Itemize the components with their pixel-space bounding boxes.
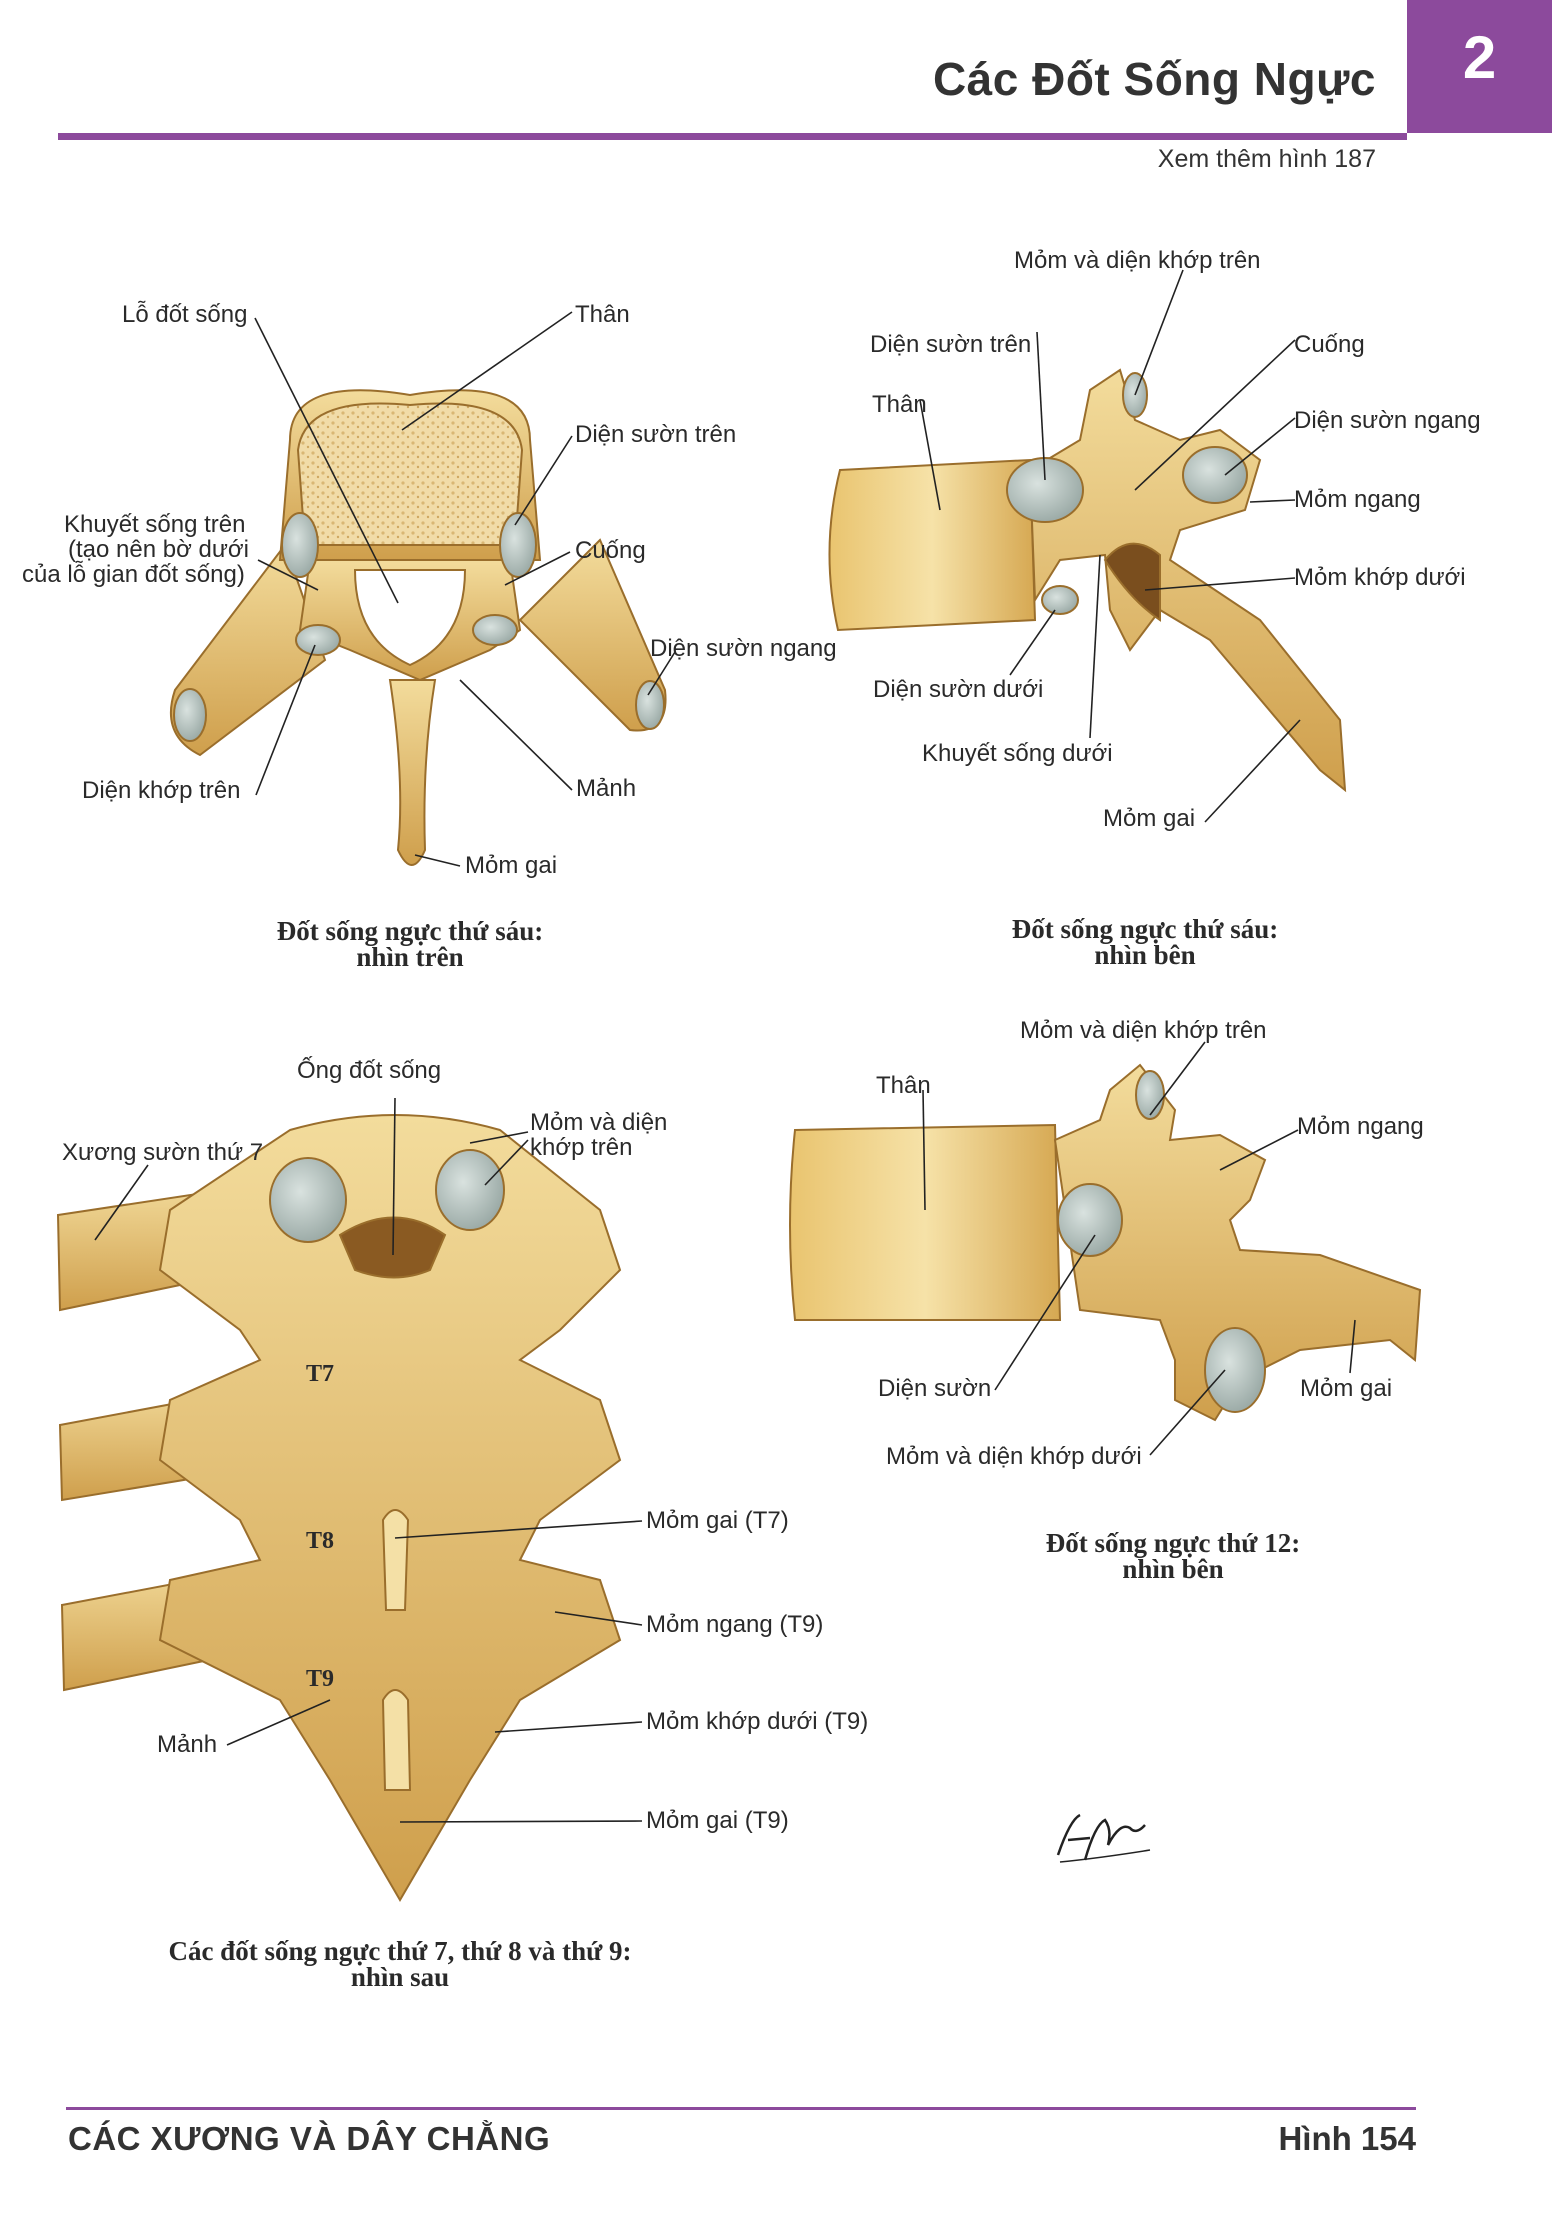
superior-view-leaders xyxy=(254,311,676,867)
label-inferior-vertebral-notch: Khuyết sống dưới xyxy=(922,740,1113,767)
label-superior-articular-facet: khớp trên xyxy=(530,1134,633,1161)
label-transverse-costal-facet: Diện sườn ngang xyxy=(1294,407,1481,434)
lateral-t6-leaders xyxy=(919,269,1301,823)
caption-superior-view: Đốt sống ngực thứ sáu: nhìn trên xyxy=(210,916,610,972)
label-body: Thân xyxy=(876,1072,931,1099)
label-superior-notch-note-2: của lỗ gian đốt sống) xyxy=(22,561,245,588)
label-rib-7: Xương sườn thứ 7 xyxy=(62,1139,264,1166)
label-superior-costal-facet: Diện sườn trên xyxy=(575,421,737,448)
label-inferior-articular-process: Mỏm và diện khớp dưới xyxy=(886,1443,1142,1470)
caption-line-2: nhìn bên xyxy=(1122,1554,1224,1584)
label-costal-facet: Diện sườn xyxy=(878,1375,992,1402)
caption-line-2: nhìn trên xyxy=(356,942,464,972)
footer-figure-number: Hình 154 xyxy=(1278,2120,1416,2157)
label-spinous-process: Mỏm gai xyxy=(465,852,558,879)
label-superior-articular-process: Mỏm và diện khớp trên xyxy=(1020,1017,1267,1044)
label-superior-vertebral-notch: Khuyết sống trên xyxy=(64,511,246,538)
label-spinous-process: Mỏm gai xyxy=(1300,1375,1393,1402)
header-rule xyxy=(58,133,1407,140)
posterior-view-t7-t9-vertebrae xyxy=(56,1114,622,1902)
artist-signature-icon xyxy=(1056,1813,1151,1863)
label-spinous-process-t7: Mỏm gai (T7) xyxy=(646,1507,789,1534)
label-superior-articular-process: Mỏm và diện xyxy=(530,1109,668,1136)
label-body: Thân xyxy=(872,391,927,418)
caption-line-1: Các đốt sống ngực thứ 7, thứ 8 và thứ 9: xyxy=(168,1936,632,1966)
label-spinous-process-t9: Mỏm gai (T9) xyxy=(646,1807,789,1834)
label-t9: T9 xyxy=(306,1666,335,1692)
label-body: Thân xyxy=(575,301,630,328)
caption-posterior-view: Các đốt sống ngực thứ 7, thứ 8 và thứ 9:… xyxy=(110,1936,690,1992)
label-superior-notch-note: (tạo nên bờ dưới xyxy=(68,536,249,563)
posterior-leaders xyxy=(94,1097,643,1823)
footer-rule xyxy=(66,2107,1416,2110)
label-lamina: Mảnh xyxy=(157,1731,218,1758)
see-also-reference[interactable]: Xem thêm hình 187 xyxy=(1157,145,1376,173)
label-t8: T8 xyxy=(306,1528,335,1554)
label-transverse-costal-facet: Diện sườn ngang xyxy=(650,635,837,662)
label-inferior-articular-process-t9: Mỏm khớp dưới (T9) xyxy=(646,1708,869,1735)
caption-line-1: Đốt sống ngực thứ sáu: xyxy=(276,916,544,946)
page-title: Các Đốt Sống Ngực xyxy=(932,53,1376,105)
superior-view-vertebra xyxy=(169,389,667,866)
lateral-view-t6-vertebra xyxy=(828,368,1347,793)
label-pedicle: Cuống xyxy=(575,537,646,564)
caption-lateral-t6: Đốt sống ngực thứ sáu: nhìn bên xyxy=(945,914,1345,970)
label-superior-costal-facet: Diện sườn trên xyxy=(870,331,1032,358)
label-inferior-articular-process: Mỏm khớp dưới xyxy=(1294,564,1466,591)
label-inferior-costal-facet: Diện sườn dưới xyxy=(873,676,1044,703)
caption-line-1: Đốt sống ngực thứ sáu: xyxy=(1011,914,1279,944)
caption-line-2: nhìn bên xyxy=(1094,940,1196,970)
caption-line-1: Đốt sống ngực thứ 12: xyxy=(1045,1528,1301,1558)
label-spinous-process: Mỏm gai xyxy=(1103,805,1196,832)
caption-line-2: nhìn sau xyxy=(350,1962,450,1992)
label-transverse-process-t9: Mỏm ngang (T9) xyxy=(646,1611,824,1638)
label-transverse-process: Mỏm ngang xyxy=(1294,486,1421,513)
label-superior-articular-facet: Diện khớp trên xyxy=(82,777,241,804)
label-vertebral-canal: Ống đốt sống xyxy=(297,1057,442,1084)
label-t7: T7 xyxy=(306,1361,335,1387)
lateral-view-t12-vertebra xyxy=(789,1063,1422,1422)
label-transverse-process: Mỏm ngang xyxy=(1297,1113,1424,1140)
label-pedicle: Cuống xyxy=(1294,331,1365,358)
caption-lateral-t12: Đốt sống ngực thứ 12: nhìn bên xyxy=(973,1528,1373,1584)
lateral-t12-leaders xyxy=(922,1041,1356,1456)
footer-section-title: CÁC XƯƠNG VÀ DÂY CHẰNG xyxy=(68,2120,551,2157)
label-lamina: Mảnh xyxy=(576,775,637,802)
chapter-number-tab: 2 xyxy=(1407,0,1552,133)
label-vertebral-foramen: Lỗ đốt sống xyxy=(122,301,248,328)
label-superior-articular-process: Mỏm và diện khớp trên xyxy=(1014,247,1261,274)
